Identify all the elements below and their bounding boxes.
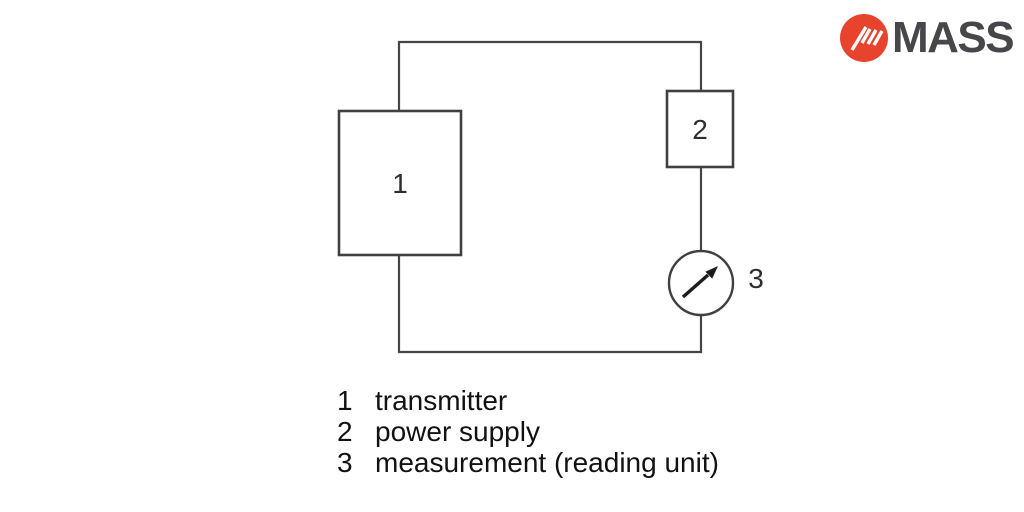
meter-needle — [681, 273, 710, 299]
power-supply-box — [665, 89, 735, 169]
wire-top — [397, 40, 703, 111]
legend-label: power supply — [375, 416, 540, 447]
legend-item-measurement: 3 measurement (reading unit) — [337, 447, 719, 478]
power-supply-number-label: 2 — [692, 114, 708, 145]
mass-logo-text: MASS — [892, 13, 1015, 62]
brand-logo: MASS — [840, 13, 1015, 62]
meter-needle-arrowhead-icon — [705, 266, 718, 279]
transmitter-box — [337, 109, 463, 257]
logo-stripe — [866, 29, 878, 45]
meter-number-label: 3 — [748, 263, 764, 294]
logo-stripe — [860, 28, 872, 44]
legend-item-transmitter: 1 transmitter — [337, 385, 719, 416]
legend-number: 1 — [337, 385, 353, 416]
mass-stripes-circle-icon — [840, 14, 888, 62]
legend-item-power-supply: 2 power supply — [337, 416, 719, 447]
legend: 1 transmitter 2 power supply 3 measureme… — [337, 385, 719, 478]
transmitter-number-label: 1 — [392, 168, 408, 199]
logo-stripe — [850, 26, 868, 51]
wire-bottom — [397, 255, 703, 354]
legend-number: 2 — [337, 416, 353, 447]
legend-label: measurement (reading unit) — [375, 447, 719, 478]
legend-number: 3 — [337, 447, 353, 478]
logo-stripe — [872, 30, 884, 46]
legend-label: transmitter — [375, 385, 508, 416]
